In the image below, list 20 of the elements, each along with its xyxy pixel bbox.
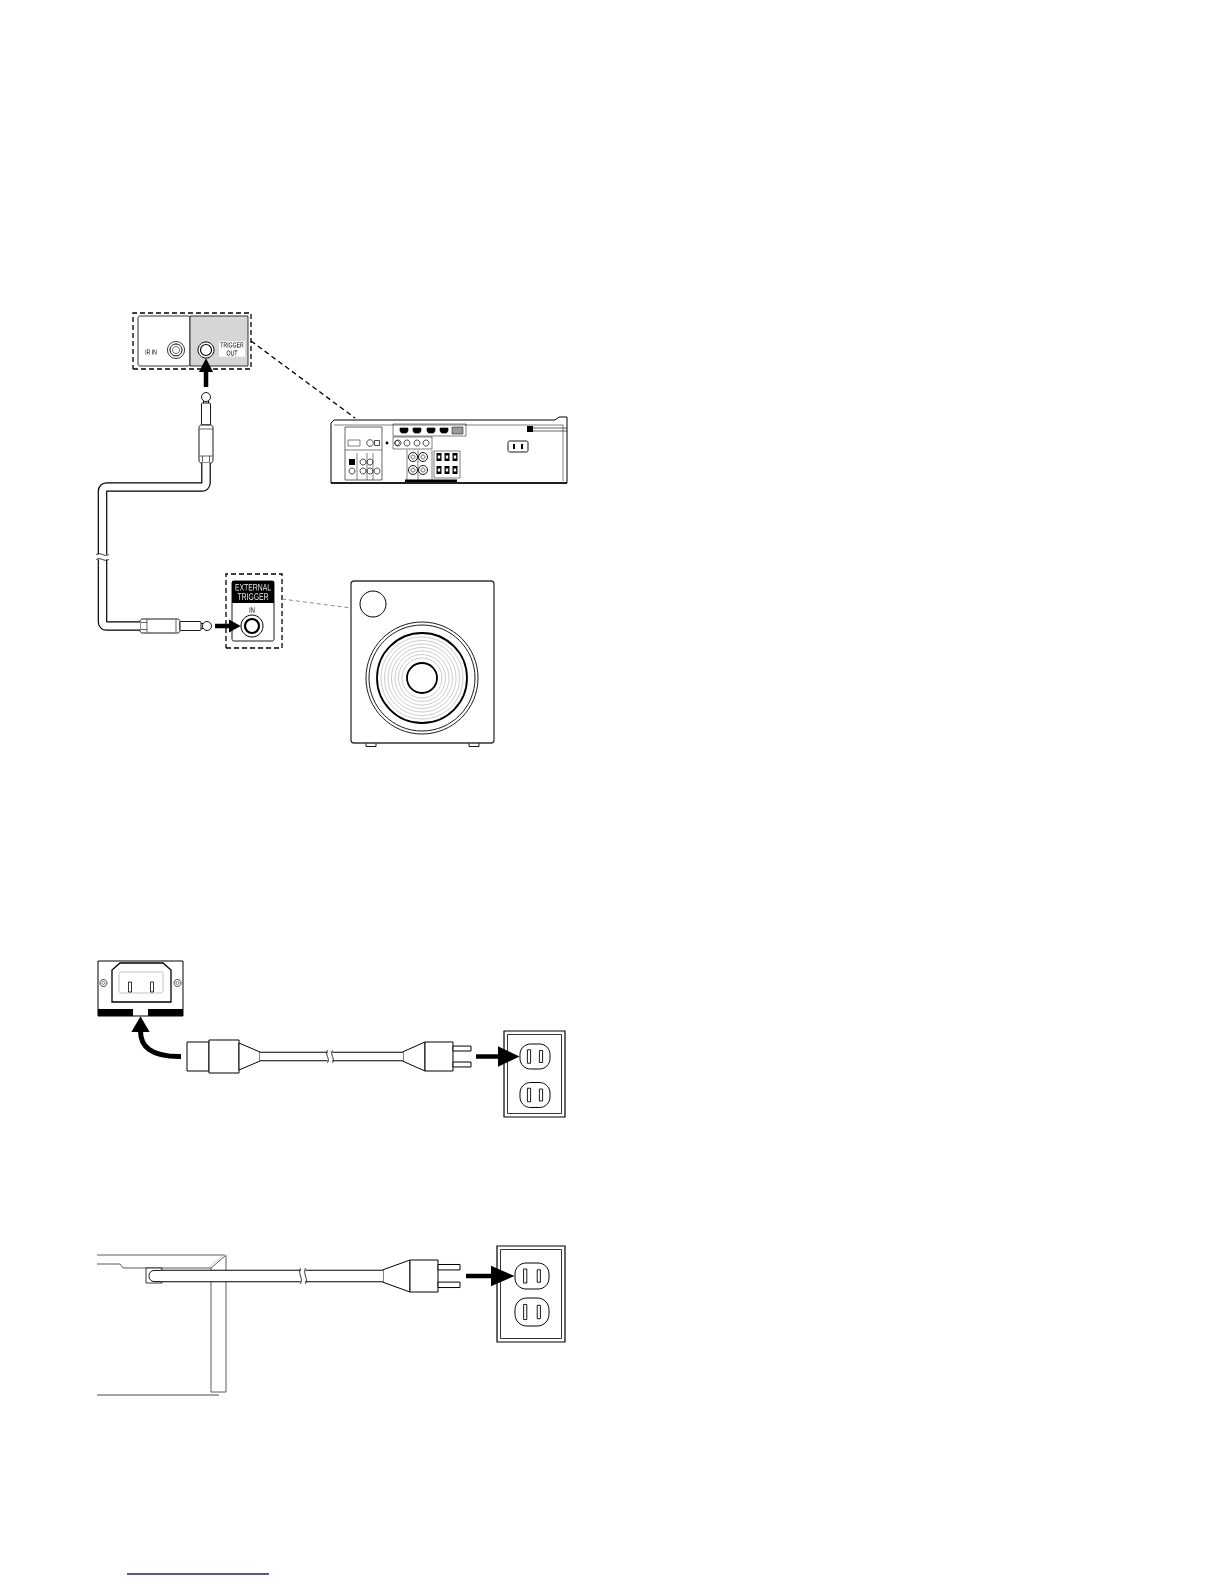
outlet-socket — [514, 1262, 550, 1290]
jack-label: IN — [249, 607, 255, 613]
jack-plug — [139, 618, 212, 634]
jack-socket — [167, 341, 185, 359]
cable — [97, 463, 211, 631]
shelf — [96, 1254, 227, 1396]
power-plug — [382, 1259, 461, 1293]
power-plug — [402, 1041, 472, 1072]
jack-plug — [198, 392, 214, 464]
power-inlet — [97, 960, 184, 1017]
leader-line — [281, 598, 352, 609]
cable — [160, 1269, 383, 1283]
power-connector — [186, 1039, 261, 1074]
subwoofer — [350, 580, 495, 747]
outlet-socket — [514, 1297, 550, 1327]
panel-heading: EXTERNAL TRIGGER — [232, 581, 274, 603]
jack-socket — [240, 614, 264, 638]
cable — [260, 1051, 403, 1062]
leader-line — [250, 340, 356, 419]
jack-socket — [197, 341, 215, 359]
